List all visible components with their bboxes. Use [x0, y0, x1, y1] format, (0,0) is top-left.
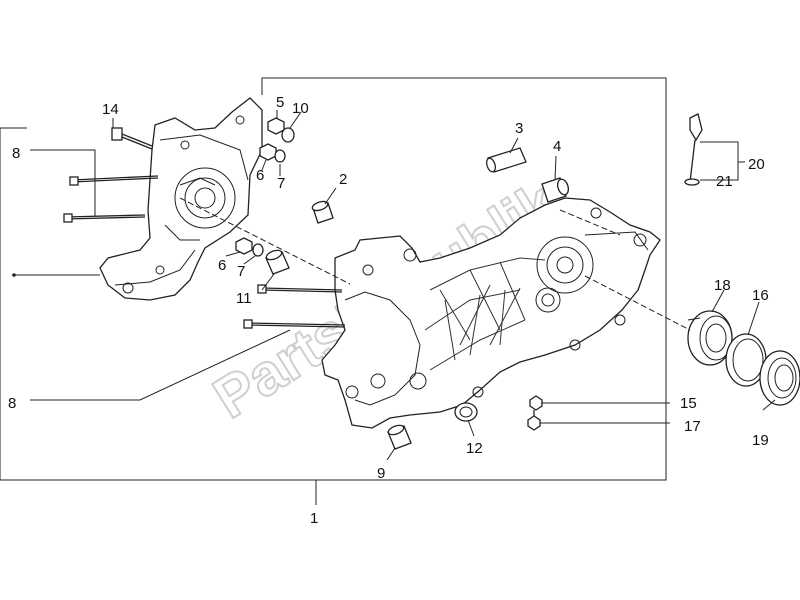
callout-7-upper: 7	[277, 175, 285, 192]
bolt-14	[111, 127, 153, 150]
stud-bolts-lower	[243, 284, 346, 329]
callout-15: 15	[680, 395, 697, 412]
callout-19: 19	[752, 432, 769, 449]
callout-1: 1	[310, 510, 318, 527]
callout-6-upper: 6	[256, 167, 264, 184]
leader-lines	[12, 110, 776, 461]
callout-21: 21	[716, 173, 733, 190]
bush-4	[541, 177, 570, 203]
oil-seal-19	[759, 350, 800, 406]
washer-10	[281, 127, 295, 143]
callout-14: 14	[102, 101, 119, 118]
callout-20: 20	[748, 156, 765, 173]
callout-10: 10	[292, 100, 309, 117]
callout-9: 9	[377, 465, 385, 482]
callout-6-lower: 6	[218, 257, 226, 274]
stud-bolts-upper	[63, 175, 159, 223]
alignment-lines	[179, 197, 691, 331]
callout-2: 2	[339, 171, 347, 188]
group-frame-main	[0, 77, 667, 505]
callout-17: 17	[684, 418, 701, 435]
screw-17	[527, 410, 541, 431]
circlip-16	[725, 333, 767, 387]
callout-16: 16	[752, 287, 769, 304]
dowel-11	[265, 249, 290, 275]
washer-7-upper	[274, 149, 286, 163]
callout-8-lower: 8	[8, 395, 16, 412]
callout-8-upper: 8	[12, 145, 20, 162]
group-frame-left	[0, 127, 27, 481]
washer-7-lower	[252, 243, 264, 257]
callout-7-lower: 7	[237, 263, 245, 280]
nut-6-lower	[235, 237, 253, 255]
crankcase-main	[321, 197, 661, 429]
bush-12	[454, 402, 478, 422]
o-ring-21	[684, 178, 700, 186]
callout-4: 4	[553, 138, 561, 155]
nut-5	[267, 117, 285, 135]
callout-labels: 1 2 3 4 5 10 6 7 6 7 11 8 8 9 12 14 15 1…	[8, 94, 769, 527]
nut-6-upper	[259, 143, 277, 161]
dipstick-20	[689, 113, 703, 183]
callout-11: 11	[236, 290, 252, 307]
screw-15	[529, 395, 543, 411]
dowel-2	[311, 200, 334, 224]
callout-3: 3	[515, 120, 523, 137]
pin-3	[485, 147, 527, 173]
callout-12: 12	[466, 440, 483, 457]
bearing-18	[687, 310, 733, 366]
bush-9	[387, 424, 412, 450]
callout-18: 18	[714, 277, 731, 294]
callout-5: 5	[276, 94, 284, 111]
